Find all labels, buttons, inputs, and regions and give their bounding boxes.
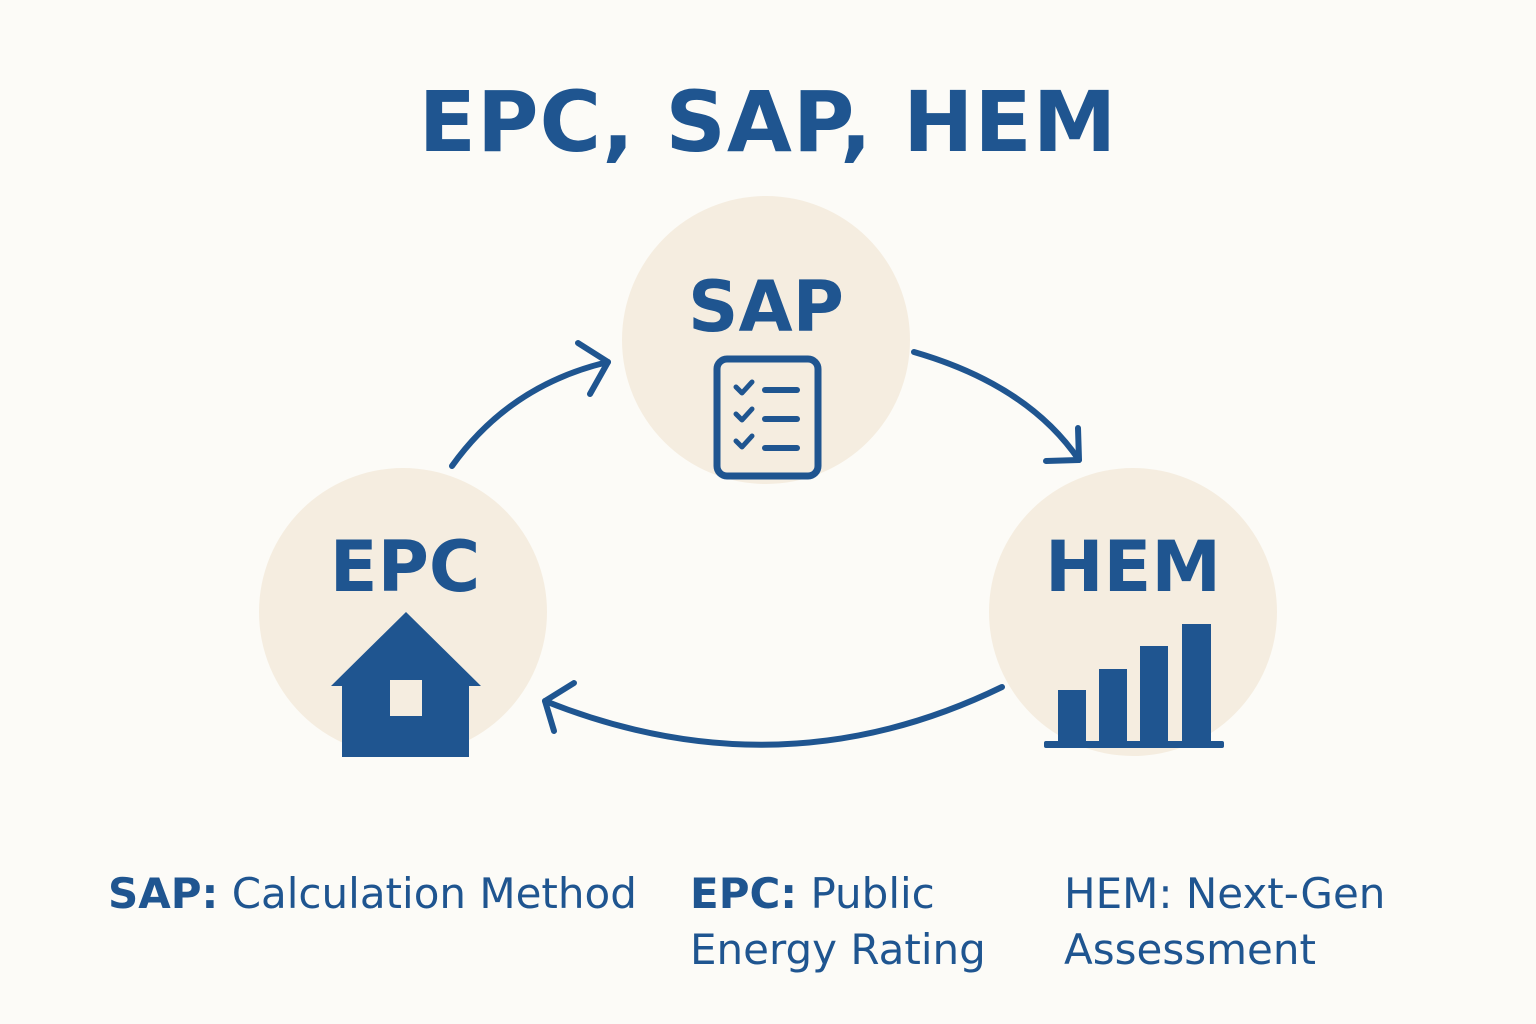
legend-hem-text-line1: Next-Gen [1185, 869, 1386, 918]
legend-epc-key: EPC: [690, 869, 798, 918]
checklist-icon [713, 355, 822, 480]
sap-circle [622, 196, 910, 484]
bar-chart-icon [1044, 624, 1224, 748]
arrow-sap-to-hem-head [1043, 425, 1082, 464]
hem-circle [989, 468, 1277, 756]
epc-node-label: EPC [329, 526, 481, 608]
legend-sap-text: Calculation Method [231, 869, 637, 918]
legend-hem-key: HEM: [1064, 869, 1173, 918]
legend-epc-text-line1: Public [810, 869, 935, 918]
legend-hem-text-line2: Assessment [1064, 925, 1316, 974]
arrow-epc-to-sap [449, 359, 611, 469]
hem-node-label: HEM [1044, 526, 1222, 608]
legend-epc: EPC: Public Energy Rating [690, 866, 986, 978]
legend-sap: SAP: Calculation Method [108, 866, 637, 922]
house-icon [331, 612, 481, 757]
arrow-hem-to-epc-head [542, 680, 577, 734]
arrow-hem-to-epc [542, 684, 1005, 748]
legend-epc-text-line2: Energy Rating [690, 925, 986, 974]
sap-node-label: SAP [688, 266, 844, 348]
legend-sap-key: SAP: [108, 869, 219, 918]
arrow-sap-to-hem [911, 349, 1082, 463]
diagram-title: EPC, SAP, HEM [418, 73, 1118, 171]
arrow-epc-to-sap-head [575, 340, 611, 397]
legend-hem: HEM: Next-Gen Assessment [1064, 866, 1385, 978]
